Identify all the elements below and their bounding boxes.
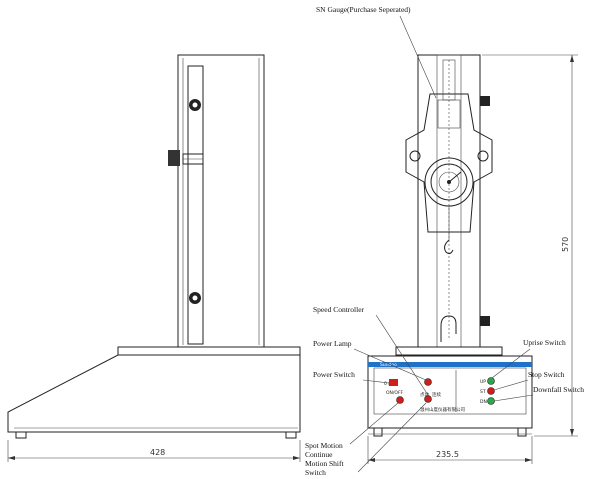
speed-controller-label: Speed Controller — [313, 305, 365, 314]
front-width-label: 235.5 — [436, 450, 459, 459]
up-label: UP — [480, 379, 486, 385]
upper-limit-knob — [480, 96, 490, 106]
spot-motion-label-line2: Continue — [305, 450, 333, 459]
spot-motion-label-line1: Spot Motion — [305, 441, 343, 450]
uprise-switch — [487, 377, 495, 385]
speed-controller-knob — [424, 395, 432, 403]
push-pull-gauge — [405, 59, 493, 255]
power-lamp-label: Power Lamp — [313, 339, 352, 348]
onoff-label: ON/OFF — [386, 390, 404, 396]
cont-label: 连续 — [432, 391, 441, 398]
callouts: SN Gauge(Purchase Seperated) Speed Contr… — [305, 5, 584, 477]
base-width-label: 428 — [150, 448, 165, 457]
side-slider-rail — [187, 65, 204, 345]
control-panel-strip — [368, 362, 532, 367]
down-label: DN — [480, 399, 487, 405]
side-mount-block — [168, 150, 180, 166]
side-base-plate — [117, 346, 301, 356]
stop-switch-label: Stop Switch — [528, 370, 565, 379]
panel-chinese-title: 温州山度仪器有限公司 — [420, 406, 465, 413]
power-switch-label: Power Switch — [313, 370, 355, 379]
front-base-plate — [395, 346, 503, 356]
height-label: 570 — [561, 237, 570, 252]
control-box — [367, 355, 533, 429]
side-base-body — [7, 354, 301, 433]
downfall-switch-label: Downfall Switch — [533, 385, 584, 394]
spot-motion-label-line3: Motion Shift — [305, 459, 344, 468]
downfall-switch — [487, 397, 495, 405]
spot-label: 点动 — [420, 391, 429, 398]
side-view: 428 — [7, 54, 301, 462]
gauge-label: SN Gauge(Purchase Seperated) — [316, 5, 411, 14]
test-hook — [440, 315, 457, 342]
stop-label: ST — [480, 389, 486, 395]
spot-motion-switch — [396, 396, 404, 404]
lower-limit-knob — [480, 316, 490, 326]
stop-switch — [487, 387, 495, 395]
uprise-switch-label: Uprise Switch — [523, 338, 566, 347]
power-switch — [389, 379, 398, 386]
spot-motion-label-line4: Switch — [305, 468, 326, 477]
panel-brand: Sundoo — [380, 362, 397, 368]
power-lamp — [424, 378, 432, 386]
front-view: Sundoo 0 ■ 1 ON/OFF 点动 连续 UP ST DN 温州山度仪… — [367, 54, 578, 464]
side-column — [177, 54, 265, 348]
